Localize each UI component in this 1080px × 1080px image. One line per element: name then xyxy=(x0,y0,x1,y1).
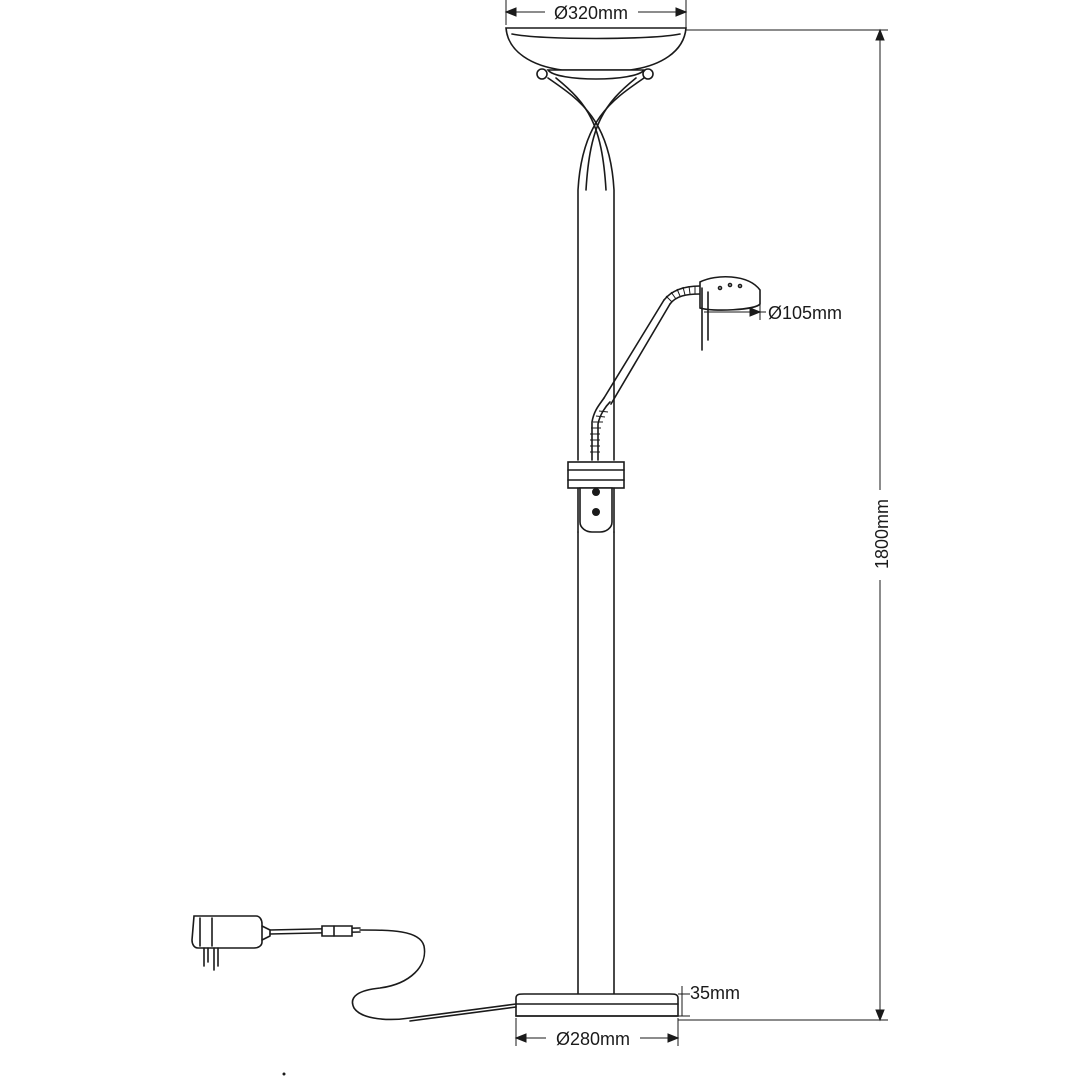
stray-dot xyxy=(282,1072,286,1076)
control-collar xyxy=(567,461,625,533)
main-pole xyxy=(577,487,615,997)
top-shade-diameter-label: Ø320mm xyxy=(554,3,628,23)
top-shade xyxy=(505,27,687,80)
total-height-label: 1800mm xyxy=(872,499,892,569)
crossing-arms xyxy=(547,77,645,461)
total-height-dimension: 1800mm xyxy=(678,28,892,1022)
plug-prongs-icon xyxy=(203,947,219,971)
base-height-dimension: 35mm xyxy=(678,983,740,1017)
power-adapter xyxy=(191,915,271,971)
gooseneck-upper xyxy=(665,285,696,303)
reading-arm xyxy=(590,285,701,461)
lamp-base xyxy=(515,993,679,1017)
reading-head-dimension: Ø105mm xyxy=(704,303,842,323)
base-height-label: 35mm xyxy=(690,983,740,1003)
top-shade-dimension: Ø320mm xyxy=(504,0,688,30)
base-diameter-label: Ø280mm xyxy=(556,1029,630,1049)
switch-knob-icon xyxy=(592,508,600,516)
power-cable xyxy=(269,927,517,1022)
gooseneck-lower xyxy=(590,410,609,453)
reading-head-diameter-label: Ø105mm xyxy=(768,303,842,323)
base-diameter-dimension: Ø280mm xyxy=(514,1018,680,1049)
reading-head xyxy=(699,275,761,351)
dimmer-knob-icon xyxy=(592,488,600,496)
cable-connector xyxy=(321,925,353,937)
